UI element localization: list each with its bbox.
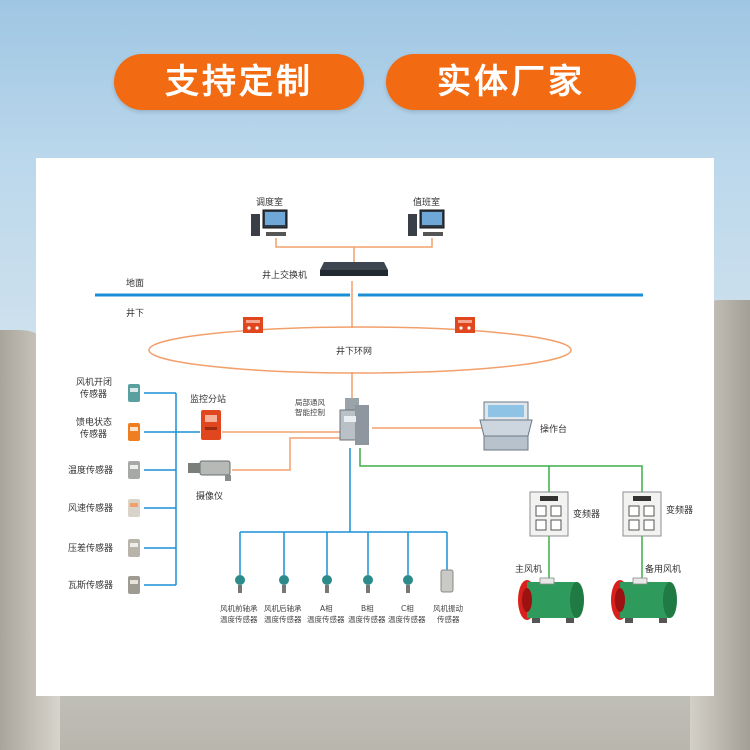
pc-link-line bbox=[275, 238, 433, 248]
ring-switch-left-icon bbox=[243, 317, 263, 333]
camera-link-line bbox=[232, 437, 340, 471]
bottom-sensor-5-line2: 传感器 bbox=[437, 614, 460, 624]
ring-network-label: 井下环网 bbox=[336, 345, 372, 357]
feed-status-sensor-icon bbox=[128, 423, 140, 441]
ground-label: 地面 bbox=[126, 277, 144, 289]
dispatch-room-label: 调度室 bbox=[256, 196, 283, 208]
left-sensor-0-line1: 风机开闭 bbox=[76, 376, 112, 388]
inverter-bus bbox=[359, 448, 643, 492]
surface-switch-icon bbox=[320, 262, 388, 276]
controller-cabinet-icon bbox=[339, 398, 369, 445]
temperature-sensor-icon bbox=[128, 461, 140, 479]
fan-feed-lines bbox=[548, 536, 643, 578]
connection-lines bbox=[144, 238, 643, 586]
left-sensor-icons bbox=[128, 384, 140, 594]
bottom-sensor-icons bbox=[235, 569, 454, 593]
vibration-sensor-icon bbox=[440, 569, 454, 593]
backup-fan-icon bbox=[611, 577, 677, 623]
gas-sensor-icon bbox=[128, 576, 140, 594]
bottom-sensor-1-line1: 风机后轴承 bbox=[264, 603, 302, 613]
monitor-substation-icon bbox=[201, 410, 221, 440]
duty-computer-icon bbox=[408, 209, 445, 236]
camera-label: 摄像仪 bbox=[196, 490, 223, 502]
front-bearing-sensor-icon bbox=[235, 575, 245, 593]
custom-support-badge: 支持定制 bbox=[114, 54, 364, 110]
controller-label-line2: 智能控制 bbox=[295, 407, 325, 417]
manufacturer-badge: 实体厂家 bbox=[386, 54, 636, 110]
phase-b-sensor-icon bbox=[363, 575, 373, 593]
duty-room-label: 值班室 bbox=[413, 196, 440, 208]
dispatch-computer-icon bbox=[251, 209, 288, 236]
bottom-sensor-2-line1: A相 bbox=[320, 603, 333, 613]
bottom-sensor-3-line2: 温度传感器 bbox=[348, 614, 386, 624]
phase-c-sensor-icon bbox=[403, 575, 413, 593]
bottom-sensor-1-line2: 温度传感器 bbox=[264, 614, 302, 624]
ring-network bbox=[148, 326, 572, 374]
bottom-sensor-2-line2: 温度传感器 bbox=[307, 614, 345, 624]
left-sensor-branches bbox=[144, 392, 200, 586]
bottom-sensor-labels: 风机前轴承 温度传感器 风机后轴承 温度传感器 A相 温度传感器 B相 温度传感… bbox=[220, 603, 463, 624]
underground-label: 井下 bbox=[126, 307, 144, 319]
inverter-1-icon bbox=[529, 491, 569, 537]
phase-a-sensor-icon bbox=[322, 575, 332, 593]
left-sensor-1-line2: 传感器 bbox=[80, 428, 107, 440]
pressure-diff-sensor-icon bbox=[128, 539, 140, 557]
bottom-sensor-0-line2: 温度传感器 bbox=[220, 614, 258, 624]
bottom-sensor-3-line1: B相 bbox=[361, 603, 374, 613]
ring-switch-right-icon bbox=[455, 317, 475, 333]
left-sensor-3-line1: 风速传感器 bbox=[68, 502, 113, 514]
bottom-sensor-0-line1: 风机前轴承 bbox=[220, 603, 258, 613]
left-sensor-2-line1: 温度传感器 bbox=[68, 464, 113, 476]
camera-icon bbox=[188, 460, 231, 481]
console-icon bbox=[479, 401, 533, 451]
inverter-2-label: 变频器 bbox=[666, 504, 693, 516]
controller-label-line1: 局部通风 bbox=[295, 397, 325, 407]
left-sensor-5-line1: 瓦斯传感器 bbox=[68, 579, 113, 591]
surface-switch-label: 井上交换机 bbox=[262, 269, 307, 281]
wind-speed-sensor-icon bbox=[128, 499, 140, 517]
left-sensor-1-line1: 馈电状态 bbox=[76, 416, 112, 428]
inverter-1-label: 变频器 bbox=[573, 508, 600, 520]
backup-fan-label: 备用风机 bbox=[645, 563, 681, 575]
console-label: 操作台 bbox=[540, 423, 567, 435]
fan-switch-sensor-icon bbox=[128, 384, 140, 402]
monitor-substation-label: 监控分站 bbox=[190, 393, 226, 405]
bottom-sensor-4-line2: 温度传感器 bbox=[388, 614, 426, 624]
inverter-2-icon bbox=[622, 491, 662, 537]
bottom-sensor-bus bbox=[239, 448, 448, 575]
main-fan-label: 主风机 bbox=[515, 563, 542, 575]
left-sensor-0-line2: 传感器 bbox=[80, 388, 107, 400]
bottom-sensor-4-line1: C相 bbox=[401, 603, 414, 613]
left-sensor-labels: 风机开闭 传感器 馈电状态 传感器 温度传感器 风速传感器 压差传感器 瓦斯传感… bbox=[68, 376, 113, 591]
main-fan-icon bbox=[518, 577, 584, 623]
bottom-sensor-5-line1: 风机振动 bbox=[433, 603, 463, 613]
rear-bearing-sensor-icon bbox=[279, 575, 289, 593]
left-sensor-4-line1: 压差传感器 bbox=[68, 542, 113, 554]
